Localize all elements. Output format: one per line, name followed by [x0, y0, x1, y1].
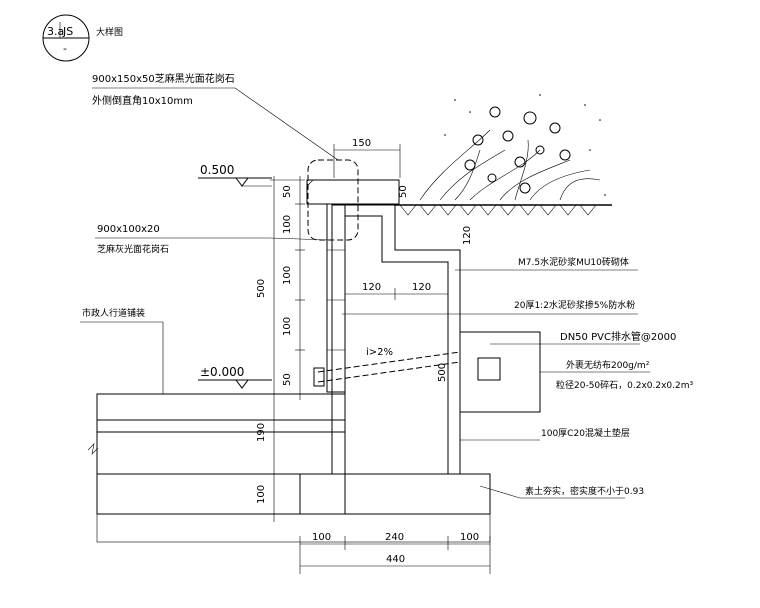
flower-heads	[464, 106, 571, 194]
dimension-internal: 120 120 i>2%	[345, 282, 448, 358]
label-drain-pipe: DN50 PVC排水管@2000	[560, 330, 676, 343]
dim-b-100a: 100	[312, 532, 331, 543]
elevation-top-label: 0.500	[200, 163, 234, 177]
planter-wall	[306, 159, 461, 475]
slope-label: i>2%	[366, 347, 393, 358]
label-masonry: M7.5水泥砂浆MU10砖砌体	[518, 256, 629, 268]
elevation-top: 0.500	[198, 163, 272, 187]
label-geotextile: 外裹无纺布200g/m²	[566, 359, 650, 371]
title-caption: 大样图	[96, 26, 123, 38]
detail-title-symbol: 3.a JS - 大样图	[42, 14, 123, 62]
dimension-bottom: 100 240 100 440	[299, 532, 491, 574]
elevation-zero: ±0.000	[198, 365, 272, 389]
dim-v-100d: 100	[256, 485, 267, 504]
title-sheet: JS	[62, 25, 73, 38]
label-compacted-soil: 素土夯实，密实度不小于0.93	[525, 485, 644, 497]
label-concrete-base: 100厚C20混凝土垫层	[541, 427, 630, 439]
label-coping-stone: 900x150x50芝麻黑光面花岗石	[92, 72, 235, 85]
leaders-right: M7.5水泥砂浆MU10砖砌体 20厚1:2水泥砂浆掺5%防水粉 DN50 PV…	[342, 256, 694, 499]
coping-stone	[306, 179, 400, 205]
curb-stone	[326, 203, 346, 393]
dimension-vertical-left: 50 100 100 100 50 500 190 100	[256, 176, 305, 522]
dim-v-50b: 50	[282, 373, 293, 386]
elevation-zero-label: ±0.000	[200, 365, 244, 379]
planter-soil	[395, 204, 612, 216]
title-number: 3.a	[47, 25, 64, 38]
label-coping-edge: 外侧倒直角10x10mm	[92, 94, 193, 107]
dim-b-440: 440	[386, 554, 405, 565]
label-pavement: 市政人行道铺装	[82, 307, 145, 319]
seed-dots	[444, 94, 606, 196]
foundation	[96, 473, 491, 543]
dim-b-100b: 100	[460, 532, 479, 543]
dim-top-150: 150	[352, 138, 371, 149]
label-plaster: 20厚1:2水泥砂浆掺5%防水粉	[514, 299, 635, 311]
dim-v-500r: 500	[437, 363, 448, 382]
label-curb-stone: 900x100x20	[97, 224, 160, 235]
dim-v-120: 120	[462, 226, 473, 245]
dim-v-50: 50	[282, 185, 293, 198]
dim-v-50c: 50	[398, 185, 409, 198]
plants	[419, 94, 606, 201]
dim-v-500: 500	[256, 279, 267, 298]
pavement-layers	[87, 393, 346, 515]
dim-h-120b: 120	[412, 282, 431, 293]
coping-highlight	[307, 159, 359, 241]
label-gravel: 粒径20-50碎石，0.2x0.2x0.2m³	[556, 379, 694, 391]
dimension-top: 150 50 120 500	[333, 138, 473, 382]
dim-v-100a: 100	[282, 215, 293, 234]
leaders-left: 900x150x50芝麻黑光面花岗石 外侧倒直角10x10mm 900x100x…	[80, 72, 339, 394]
dim-v-100c: 100	[282, 317, 293, 336]
label-curb-stone-2: 芝麻灰光面花岗石	[97, 243, 169, 255]
dim-v-100b: 100	[282, 266, 293, 285]
title-sub: -	[63, 42, 67, 55]
dim-v-190: 190	[256, 423, 267, 442]
dim-b-240: 240	[385, 532, 404, 543]
dim-h-120a: 120	[362, 282, 381, 293]
